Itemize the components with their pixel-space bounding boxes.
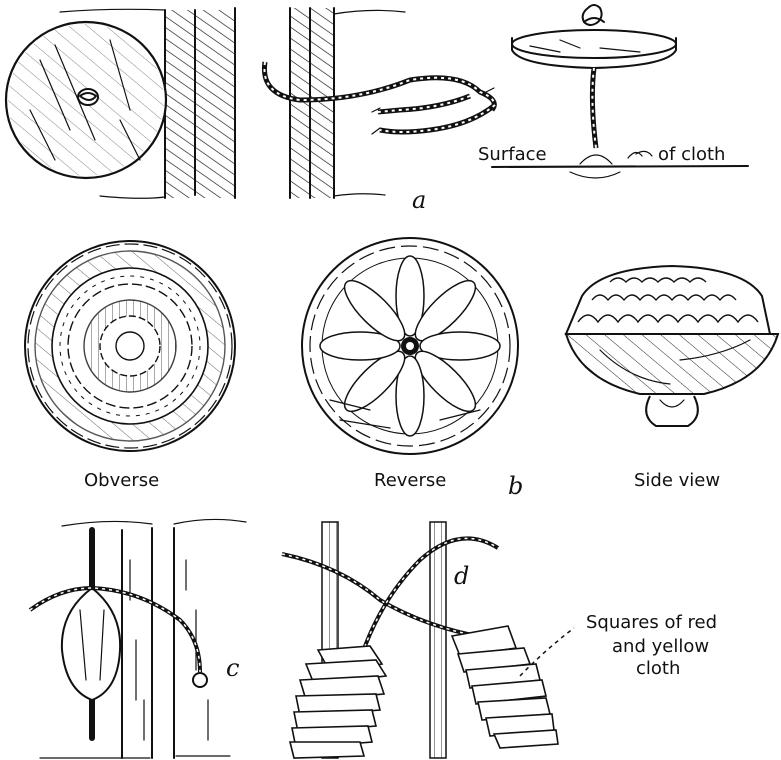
squares-label-line2: and yellow [612,636,709,657]
wooden-disc-icon [6,8,235,198]
squares-label-line3: cloth [636,658,680,679]
figure-c-group: c [30,519,246,758]
coiled-button-side-icon [566,266,778,426]
of-cloth-label: of cloth [658,144,725,165]
figure-b-letter: b [508,472,523,500]
figure-b-group: Obverse Reverse b [25,238,778,500]
coiled-button-obverse-icon [25,241,235,451]
squares-label-line1: Squares of red [586,612,717,633]
coiled-button-reverse-icon [302,238,518,454]
cloth-squares-stack-icon [282,522,574,758]
bone-toggle-icon [30,519,246,758]
figure-d-letter: d [454,562,469,590]
twisted-cord-icon [264,8,495,198]
obverse-label: Obverse [84,470,159,491]
side-view-label: Side view [634,470,720,491]
surface-label: Surface [478,144,547,165]
figure-a-letter: a [412,186,426,214]
figure-d-group: d Squares of red and yellow cloth [282,522,717,758]
figure-c-letter: c [226,654,239,682]
reverse-label: Reverse [374,470,446,491]
figure-a-group: a Surface of cloth [6,5,748,214]
